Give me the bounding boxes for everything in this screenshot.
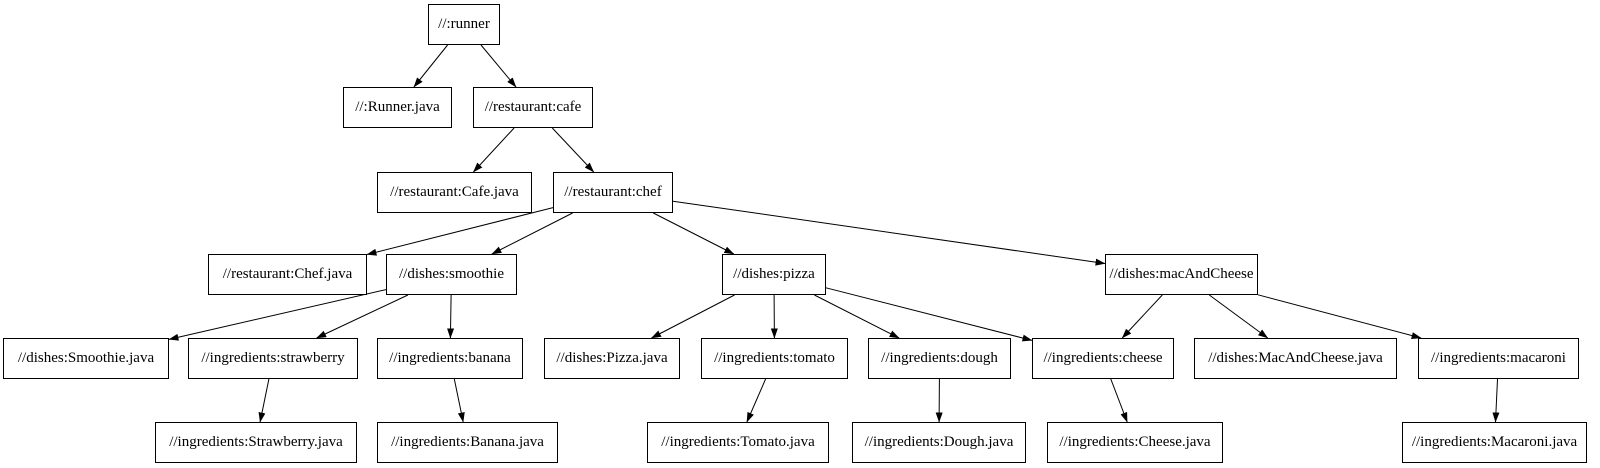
edge-chef-to-chef-java (366, 207, 554, 256)
graph-node-cheese-java: //ingredients:Cheese.java (1047, 422, 1223, 463)
edge-cafe-to-cafe-java (473, 127, 515, 173)
edge-cafe-to-chef (551, 127, 595, 173)
graph-node-cheese: //ingredients:cheese (1032, 338, 1174, 379)
graph-node-chef: //restaurant:chef (553, 172, 673, 213)
edge-banana-to-banana-java (453, 378, 465, 423)
edge-runner-to-cafe (480, 44, 517, 88)
graph-node-dough: //ingredients:dough (868, 338, 1011, 379)
graph-node-tomato: //ingredients:tomato (701, 338, 848, 379)
edge-pizza-to-dough (814, 294, 900, 339)
graph-node-runner-java: //:Runner.java (343, 87, 452, 128)
graph-node-cafe: //restaurant:cafe (473, 87, 593, 128)
graph-node-runner: //:runner (428, 4, 500, 45)
edge-chef-to-mac-and-cheese (672, 200, 1106, 266)
edge-mac-and-cheese-to-macaroni (1257, 294, 1422, 339)
graph-node-macaroni: //ingredients:macaroni (1418, 338, 1579, 379)
edge-mac-and-cheese-to-mac-and-cheese-java (1209, 294, 1269, 339)
graph-node-pizza: //dishes:pizza (722, 254, 826, 295)
edge-tomato-to-tomato-java (746, 378, 767, 423)
edge-cheese-to-cheese-java (1110, 378, 1128, 423)
edge-smoothie-to-smoothie-java (168, 289, 387, 341)
graph-node-tomato-java: //ingredients:Tomato.java (647, 422, 829, 463)
graph-node-smoothie: //dishes:smoothie (386, 254, 517, 295)
graph-node-mac-and-cheese-java: //dishes:MacAndCheese.java (1194, 338, 1397, 379)
graph-node-strawberry-java: //ingredients:Strawberry.java (155, 422, 357, 463)
graph-node-banana-java: //ingredients:Banana.java (377, 422, 558, 463)
edge-macaroni-to-macaroni-java (1492, 378, 1500, 423)
edge-smoothie-to-banana (447, 294, 455, 339)
edge-pizza-to-cheese (825, 287, 1033, 342)
graph-node-strawberry: //ingredients:strawberry (188, 338, 358, 379)
graph-node-cafe-java: //restaurant:Cafe.java (377, 172, 532, 213)
edge-mac-and-cheese-to-cheese (1121, 294, 1163, 339)
graph-node-banana: //ingredients:banana (377, 338, 523, 379)
edge-chef-to-pizza (653, 212, 735, 255)
edge-smoothie-to-strawberry (316, 294, 409, 339)
edge-strawberry-to-strawberry-java (258, 378, 270, 423)
graph-node-mac-and-cheese: //dishes:macAndCheese (1105, 254, 1258, 295)
graph-node-smoothie-java: //dishes:Smoothie.java (3, 338, 169, 379)
edge-pizza-to-pizza-java (651, 294, 735, 339)
graph-node-macaroni-java: //ingredients:Macaroni.java (1402, 422, 1587, 463)
edge-chef-to-smoothie (491, 212, 573, 255)
graph-node-dough-java: //ingredients:Dough.java (852, 422, 1026, 463)
graph-node-pizza-java: //dishes:Pizza.java (544, 338, 680, 379)
graph-node-chef-java: //restaurant:Chef.java (208, 254, 367, 295)
edge-runner-to-runner-java (413, 44, 448, 88)
